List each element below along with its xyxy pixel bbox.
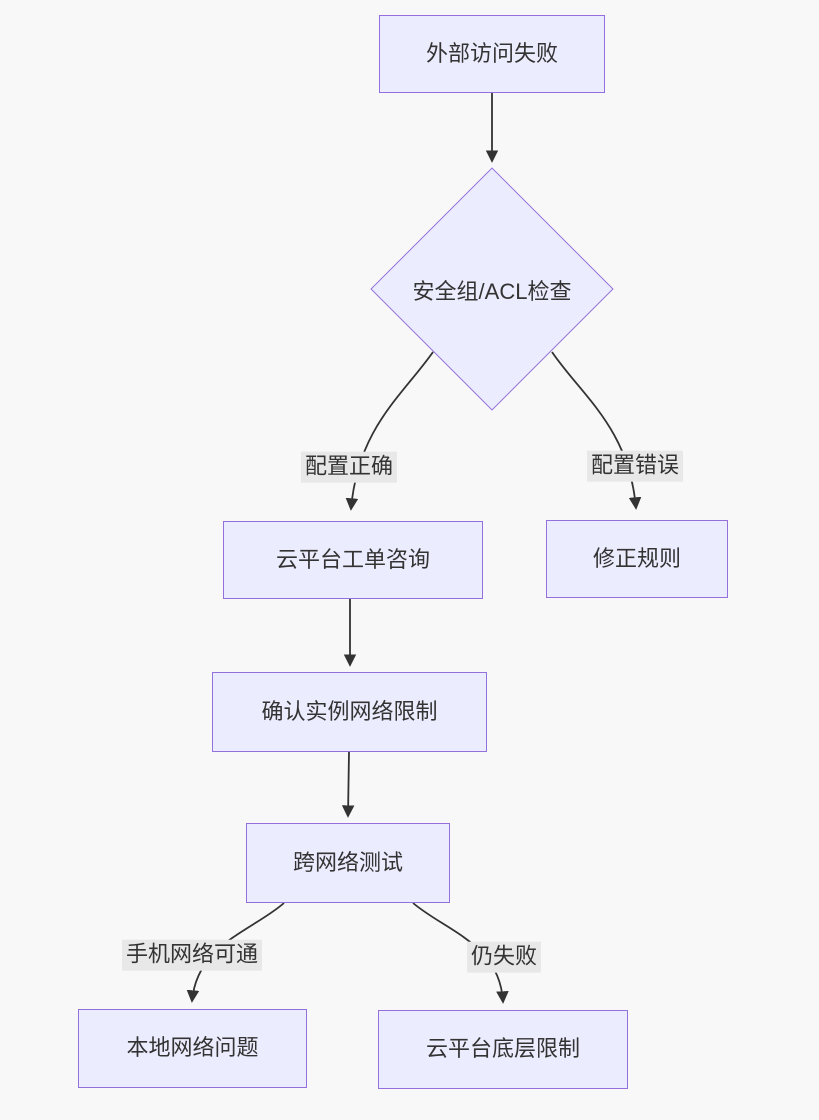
- node-fix-rules: 修正规则: [546, 520, 728, 598]
- edge-label-config-wrong: 配置错误: [586, 450, 684, 482]
- decision-node-label: 安全组/ACL检查: [412, 279, 572, 304]
- node-label: 修正规则: [592, 545, 681, 571]
- node-label: 云平台底层限制: [425, 1036, 580, 1062]
- edge-e-f: [341, 751, 355, 818]
- node-local-network-problem: 本地网络问题: [78, 1009, 307, 1088]
- node-cloud-platform-ticket: 云平台工单咨询: [223, 521, 483, 599]
- edge-b-d: [551, 351, 642, 510]
- node-confirm-instance-network-limits: 确认实例网络限制: [212, 672, 487, 752]
- node-label: 本地网络问题: [126, 1035, 259, 1061]
- node-label: 外部访问失败: [425, 40, 558, 66]
- node-external-access-failure: 外部访问失败: [379, 15, 605, 93]
- node-label: 确认实例网络限制: [261, 698, 438, 724]
- edge-label-still-fails: 仍失败: [466, 941, 542, 973]
- node-cloud-platform-underlying-limit: 云平台底层限制: [378, 1010, 628, 1089]
- edge-label-mobile-network-works: 手机网络可通: [121, 939, 263, 971]
- node-label: 云平台工单咨询: [275, 546, 430, 572]
- edge-f-h: [412, 902, 509, 1004]
- node-cross-network-test: 跨网络测试: [246, 823, 450, 903]
- edge-label-config-correct: 配置正确: [300, 451, 398, 483]
- node-label: 跨网络测试: [292, 849, 403, 875]
- edge-b-c: [345, 351, 434, 511]
